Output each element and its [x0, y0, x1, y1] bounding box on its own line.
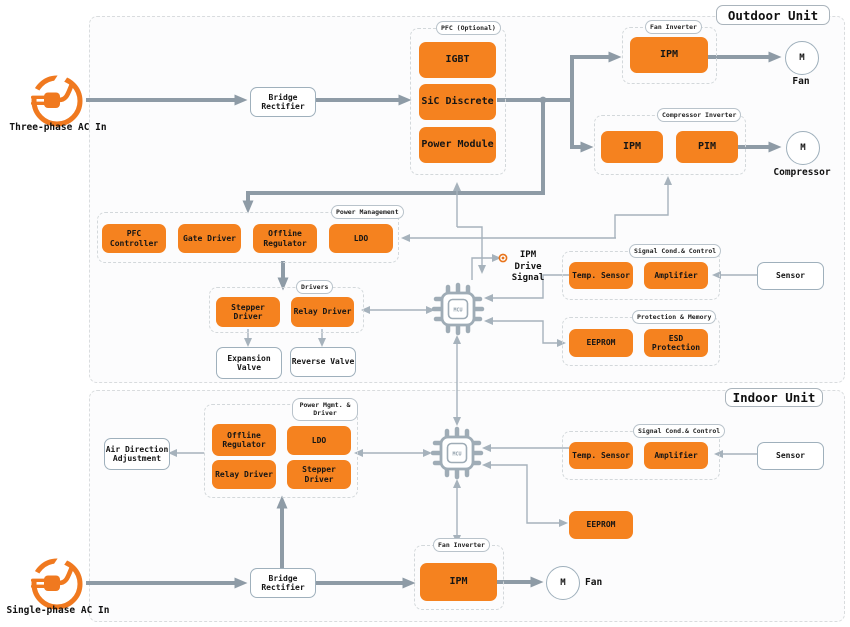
stepper-driver-node-outdoor: Stepper Driver	[216, 297, 280, 327]
eeprom-node-indoor: EEPROM	[569, 511, 633, 539]
reverse-valve-node: Reverse Valve	[290, 347, 356, 377]
stepper-driver-node-indoor: Stepper Driver	[287, 460, 351, 489]
fan-motor-indoor: M	[546, 566, 580, 600]
compressor-motor: M	[786, 131, 820, 165]
power-management-label: Power Management	[331, 205, 404, 219]
relay-driver-node-outdoor: Relay Driver	[291, 297, 354, 327]
sensor-node-indoor: Sensor	[757, 442, 824, 470]
bus-junction-dot	[539, 96, 547, 104]
amplifier-node-outdoor: Amplifier	[644, 262, 708, 289]
temp-sensor-node-outdoor: Temp. Sensor	[569, 262, 633, 289]
esd-protection-node: ESD Protection	[644, 329, 708, 357]
compressor-pim-node: PIM	[676, 131, 738, 163]
signal-cond-label-indoor: Signal Cond.& Control	[633, 424, 726, 438]
three-phase-ac-in-label: Three-phase AC In	[9, 122, 107, 133]
sic-discrete-node: SiC Discrete	[419, 84, 496, 120]
eeprom-node-outdoor: EEPROM	[569, 329, 633, 357]
mcu-label-indoor: MCU	[452, 452, 461, 458]
ipm-drive-signal-dot-icon	[498, 253, 508, 263]
fan-motor-outdoor: M	[785, 41, 819, 75]
mcu-chip-icon-indoor: MCU	[430, 426, 484, 480]
drivers-label: Drivers	[296, 280, 334, 294]
signal-cond-label-outdoor: Signal Cond.& Control	[629, 244, 722, 258]
single-phase-ac-in-label: Single-phase AC In	[6, 605, 110, 616]
power-mgmt-driver-label: Power Mgmt. & Driver	[292, 398, 358, 421]
outdoor-unit-title-text: Outdoor Unit	[727, 7, 819, 23]
ldo-node-outdoor: LDO	[329, 224, 393, 253]
indoor-unit-title: Indoor Unit	[725, 388, 823, 407]
pfc-group-label: PFC (Optional)	[436, 21, 501, 35]
fan-motor-label-outdoor: Fan	[792, 76, 810, 87]
ldo-node-indoor: LDO	[287, 426, 351, 455]
temp-sensor-node-indoor: Temp. Sensor	[569, 442, 633, 469]
offline-regulator-node-indoor: Offline Regulator	[212, 424, 276, 456]
air-direction-node: Air Direction Adjustment	[104, 438, 170, 470]
mcu-chip-icon-outdoor: MCU	[431, 282, 485, 336]
compressor-ipm-node: IPM	[601, 131, 663, 163]
fan-inverter-label-indoor: Fan Inverter	[433, 538, 490, 552]
igbt-node: IGBT	[419, 42, 496, 78]
single-phase-plug-icon	[25, 551, 83, 610]
fan-ipm-node-outdoor: IPM	[630, 37, 708, 73]
bridge-rectifier-node-indoor: Bridge Rectifier	[250, 568, 316, 598]
fan-ipm-node-indoor: IPM	[420, 563, 497, 601]
mcu-label-outdoor: MCU	[453, 308, 462, 314]
compressor-motor-label: Compressor	[773, 167, 831, 178]
ipm-drive-signal-label: IPM Drive Signal	[511, 250, 545, 283]
three-phase-plug-icon	[25, 68, 83, 127]
protection-memory-label: Protection & Memory	[632, 310, 717, 324]
offline-regulator-node-outdoor: Offline Regulator	[253, 224, 317, 253]
sensor-node-outdoor: Sensor	[757, 262, 824, 290]
amplifier-node-indoor: Amplifier	[644, 442, 708, 469]
power-module-node: Power Module	[419, 127, 496, 163]
relay-driver-node-indoor: Relay Driver	[212, 460, 276, 489]
expansion-valve-node: Expansion Valve	[216, 347, 282, 379]
fan-inverter-label-outdoor: Fan Inverter	[645, 20, 702, 34]
fan-motor-label-indoor: Fan	[585, 577, 603, 588]
pfc-controller-node: PFC Controller	[102, 224, 166, 253]
compressor-inverter-label: Compressor Inverter	[657, 108, 742, 122]
bridge-rectifier-node-outdoor: Bridge Rectifier	[250, 87, 316, 117]
indoor-unit-title-text: Indoor Unit	[732, 390, 816, 405]
gate-driver-node: Gate Driver	[178, 224, 241, 253]
outdoor-unit-title: Outdoor Unit	[716, 5, 830, 25]
